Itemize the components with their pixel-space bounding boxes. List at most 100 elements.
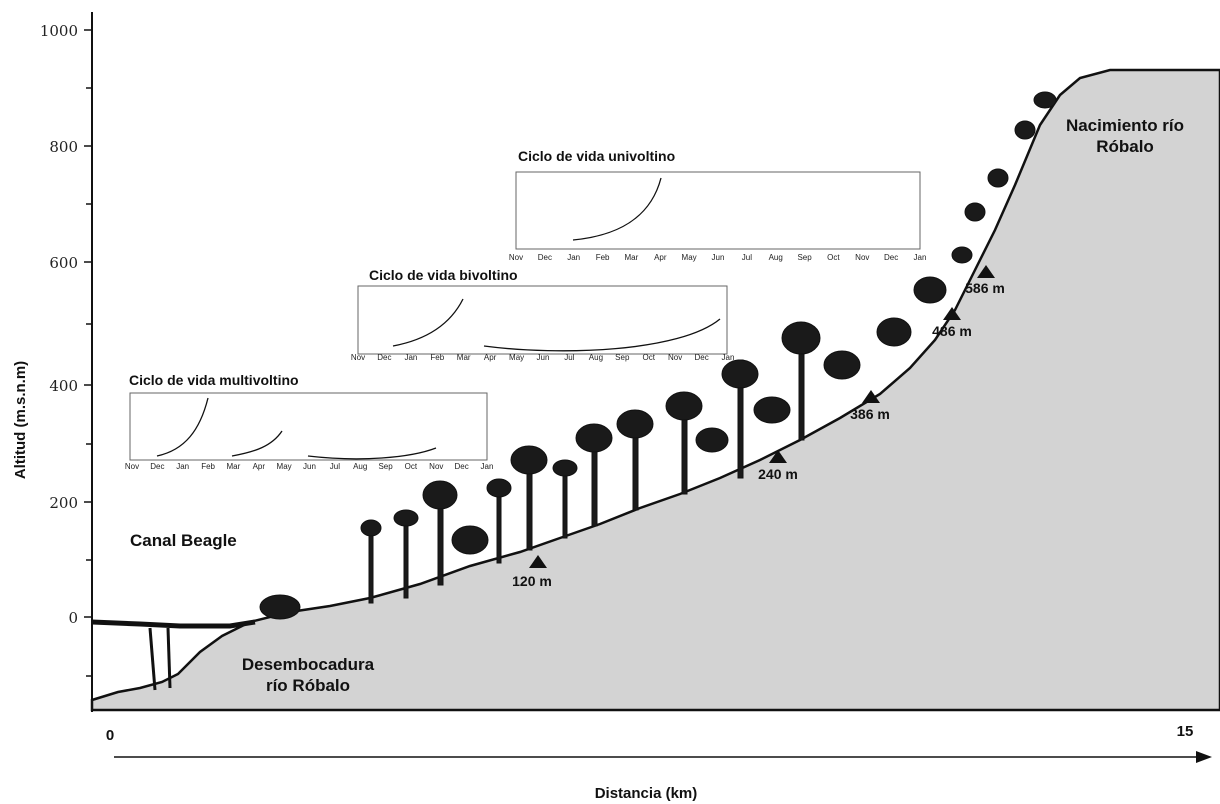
month-label: Dec — [884, 253, 898, 262]
month-label: Feb — [596, 253, 610, 262]
y-tick-200: 200 — [49, 494, 78, 512]
month-label: May — [509, 353, 524, 362]
tree-trunk — [562, 465, 568, 539]
shrub — [753, 396, 791, 424]
month-label: Jul — [742, 253, 752, 262]
shrub — [951, 246, 973, 264]
shrub — [987, 168, 1009, 188]
tree-crown — [486, 478, 512, 498]
month-label: Oct — [642, 353, 655, 362]
tree-crown — [616, 409, 654, 439]
y-tick-0: 0 — [68, 609, 78, 627]
month-label: Nov — [668, 353, 682, 362]
label-source-line1: Nacimiento río — [1066, 116, 1184, 135]
month-label: Jun — [303, 462, 316, 471]
inset-univoltino: Ciclo de vida univoltino Nov Dec Jan Feb Mar… — [509, 148, 927, 262]
month-label: Aug — [589, 353, 603, 362]
station-label-586: 586 m — [965, 280, 1005, 296]
month-label: Feb — [430, 353, 444, 362]
month-label: Mar — [625, 253, 639, 262]
station-triangle — [769, 450, 787, 463]
inset-title-multivoltino: Ciclo de vida multivoltino — [129, 372, 299, 388]
river-mouth-line — [148, 627, 157, 691]
month-label: Feb — [201, 462, 215, 471]
tree-crown — [575, 423, 613, 453]
month-label: Aug — [353, 462, 367, 471]
month-label: Sep — [378, 462, 393, 471]
month-label: Apr — [654, 253, 667, 262]
cycle-curve — [392, 298, 464, 347]
tree-crown — [510, 445, 548, 475]
month-label: Apr — [484, 353, 497, 362]
tree-crown — [422, 480, 458, 510]
x-axis-label: Distancia (km) — [595, 785, 698, 802]
y-tick-800: 800 — [49, 138, 78, 156]
station-label-240: 240 m — [758, 466, 798, 482]
tree-crown — [552, 459, 578, 477]
month-label: Jan — [176, 462, 189, 471]
month-label: Nov — [855, 253, 869, 262]
label-source-line2: Róbalo — [1096, 137, 1154, 156]
station-label-386: 386 m — [850, 406, 890, 422]
station-label-120: 120 m — [512, 573, 552, 589]
month-label: Jul — [330, 462, 340, 471]
month-label: Jun — [712, 253, 725, 262]
inset-frame — [515, 171, 921, 250]
shrub — [823, 350, 861, 380]
inset-title-bivoltino: Ciclo de vida bivoltino — [369, 267, 518, 283]
month-label: Dec — [538, 253, 552, 262]
shrub — [695, 427, 729, 453]
month-label: Aug — [769, 253, 783, 262]
cycle-curve — [156, 397, 209, 457]
station-triangle — [862, 390, 880, 403]
tree-crown — [781, 321, 821, 355]
y-tick-marks — [84, 29, 92, 677]
forest-vegetation — [259, 91, 1057, 620]
cycle-curve — [572, 177, 662, 241]
month-label: Mar — [457, 353, 471, 362]
shrub — [451, 525, 489, 555]
label-mouth-line1: Desembocadura — [242, 655, 375, 674]
month-label: Jan — [404, 353, 417, 362]
month-label: Mar — [227, 462, 241, 471]
month-label: May — [682, 253, 697, 262]
tree-crown — [665, 391, 703, 421]
y-tick-600: 600 — [49, 254, 78, 272]
month-label: May — [277, 462, 292, 471]
tree-trunk — [368, 524, 374, 604]
month-label: Oct — [405, 462, 418, 471]
shrub — [964, 202, 986, 222]
station-markers — [529, 265, 995, 568]
month-label: Jan — [567, 253, 580, 262]
x-axis-arrowhead — [1196, 751, 1212, 763]
month-label: Jan — [722, 353, 735, 362]
inset-frame — [129, 392, 488, 461]
inset-title-univoltino: Ciclo de vida univoltino — [518, 148, 675, 164]
x-axis-end: 15 — [1177, 723, 1194, 740]
shrub — [913, 276, 947, 304]
station-label-486: 486 m — [932, 323, 972, 339]
month-label: Sep — [615, 353, 630, 362]
river-mouth-line-2 — [166, 627, 172, 689]
cycle-curve — [231, 430, 283, 457]
x-axis-start: 0 — [106, 727, 114, 744]
month-label: Apr — [253, 462, 266, 471]
cycle-curve — [483, 318, 721, 352]
tree-crown — [360, 519, 382, 537]
station-triangle — [943, 307, 961, 320]
month-label: Jan — [914, 253, 927, 262]
shrub — [876, 317, 912, 347]
terrain-profile — [90, 68, 1220, 712]
inset-frame — [357, 285, 728, 355]
label-canal-beagle: Canal Beagle — [130, 531, 237, 550]
month-label: Nov — [509, 253, 523, 262]
water-surface — [91, 619, 256, 629]
y-tick-400: 400 — [49, 377, 78, 395]
y-axis-label: Altitud (m.s.n.m) — [12, 361, 29, 479]
shrub — [1033, 91, 1057, 109]
month-label: Dec — [377, 353, 391, 362]
